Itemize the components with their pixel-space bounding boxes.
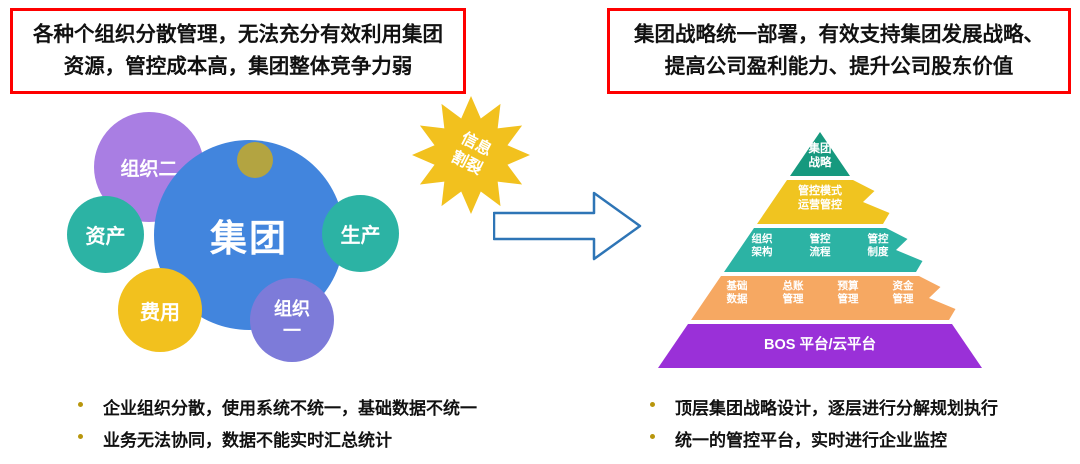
pyramid-level4-label: 基础 数据 [726, 280, 748, 306]
info-split-burst-label: 信息 割裂 [448, 130, 495, 179]
bullet-dot-icon [78, 402, 83, 407]
bullet-text: 企业组织分散，使用系统不统一，基础数据不统一 [103, 399, 477, 418]
bubble-expense-label: 费用 [140, 301, 180, 324]
list-item: 企业组织分散，使用系统不统一，基础数据不统一 [78, 394, 477, 419]
bubble-group-label: 集团 [210, 218, 288, 259]
bubble-org1: 组织 一 [250, 278, 334, 362]
pyramid-level3-shape [724, 228, 923, 272]
pyramid-level5-label: BOS 平台/云平台 [764, 337, 876, 353]
bubble-org1-label: 组织 一 [274, 298, 310, 342]
bullet-dot-icon [78, 434, 83, 439]
left-headline-text: 各种个组织分散管理，无法充分有效利用集团 资源，管控成本高，集团整体竞争力弱 [33, 23, 443, 78]
right-arrow-icon [493, 191, 642, 261]
pyramid-level4-shape [691, 276, 956, 320]
bullet-dot-icon [650, 434, 655, 439]
bullet-text: 业务无法协同，数据不能实时汇总统计 [103, 431, 392, 450]
pyramid-level5-shape [658, 324, 982, 368]
strategy-pyramid: 集团 战略 管控模式 运营管控 组织 架构 管控 流程 管控 制度 基础 数据 … [655, 130, 985, 370]
pyramid-level4-label: 预算 管理 [837, 280, 859, 306]
list-item: 顶层集团战略设计，逐层进行分解规划执行 [650, 394, 998, 419]
bubble-production: 生产 [322, 195, 399, 272]
bullet-text: 统一的管控平台，实时进行企业监控 [675, 431, 947, 450]
right-headline-text: 集团战略统一部署，有效支持集团发展战略、 提高公司盈利能力、提升公司股东价值 [634, 23, 1044, 78]
list-item: 业务无法协同，数据不能实时汇总统计 [78, 426, 392, 451]
pyramid-level2-label: 管控模式 运营管控 [798, 185, 842, 211]
bubble-production-label: 生产 [340, 225, 381, 247]
bubble-small-dot [237, 142, 273, 178]
pyramid-shapes [658, 132, 982, 368]
pyramid-level4-label: 总账 管理 [782, 280, 804, 306]
bullet-dot-icon [650, 402, 655, 407]
pyramid-level1-label: 集团 战略 [808, 143, 832, 170]
list-item: 统一的管控平台，实时进行企业监控 [650, 426, 947, 451]
bullet-text: 顶层集团战略设计，逐层进行分解规划执行 [675, 399, 998, 418]
bubble-assets: 资产 [67, 196, 144, 273]
right-headline-box: 集团战略统一部署，有效支持集团发展战略、 提高公司盈利能力、提升公司股东价值 [607, 8, 1071, 94]
pyramid-level4-label: 资金 管理 [892, 280, 914, 306]
pyramid-level1-shape [790, 132, 850, 176]
bubble-org2-label: 组织二 [120, 158, 178, 180]
pyramid-level3-label: 管控 制度 [867, 233, 889, 259]
left-headline-box: 各种个组织分散管理，无法充分有效利用集团 资源，管控成本高，集团整体竞争力弱 [10, 8, 466, 94]
pyramid-level2-shape [757, 180, 890, 224]
pyramid-level3-label: 管控 流程 [809, 233, 831, 259]
bubble-assets-label: 资产 [85, 226, 126, 248]
pyramid-level3-label: 组织 架构 [751, 233, 773, 259]
bubble-expense: 费用 [118, 268, 202, 352]
